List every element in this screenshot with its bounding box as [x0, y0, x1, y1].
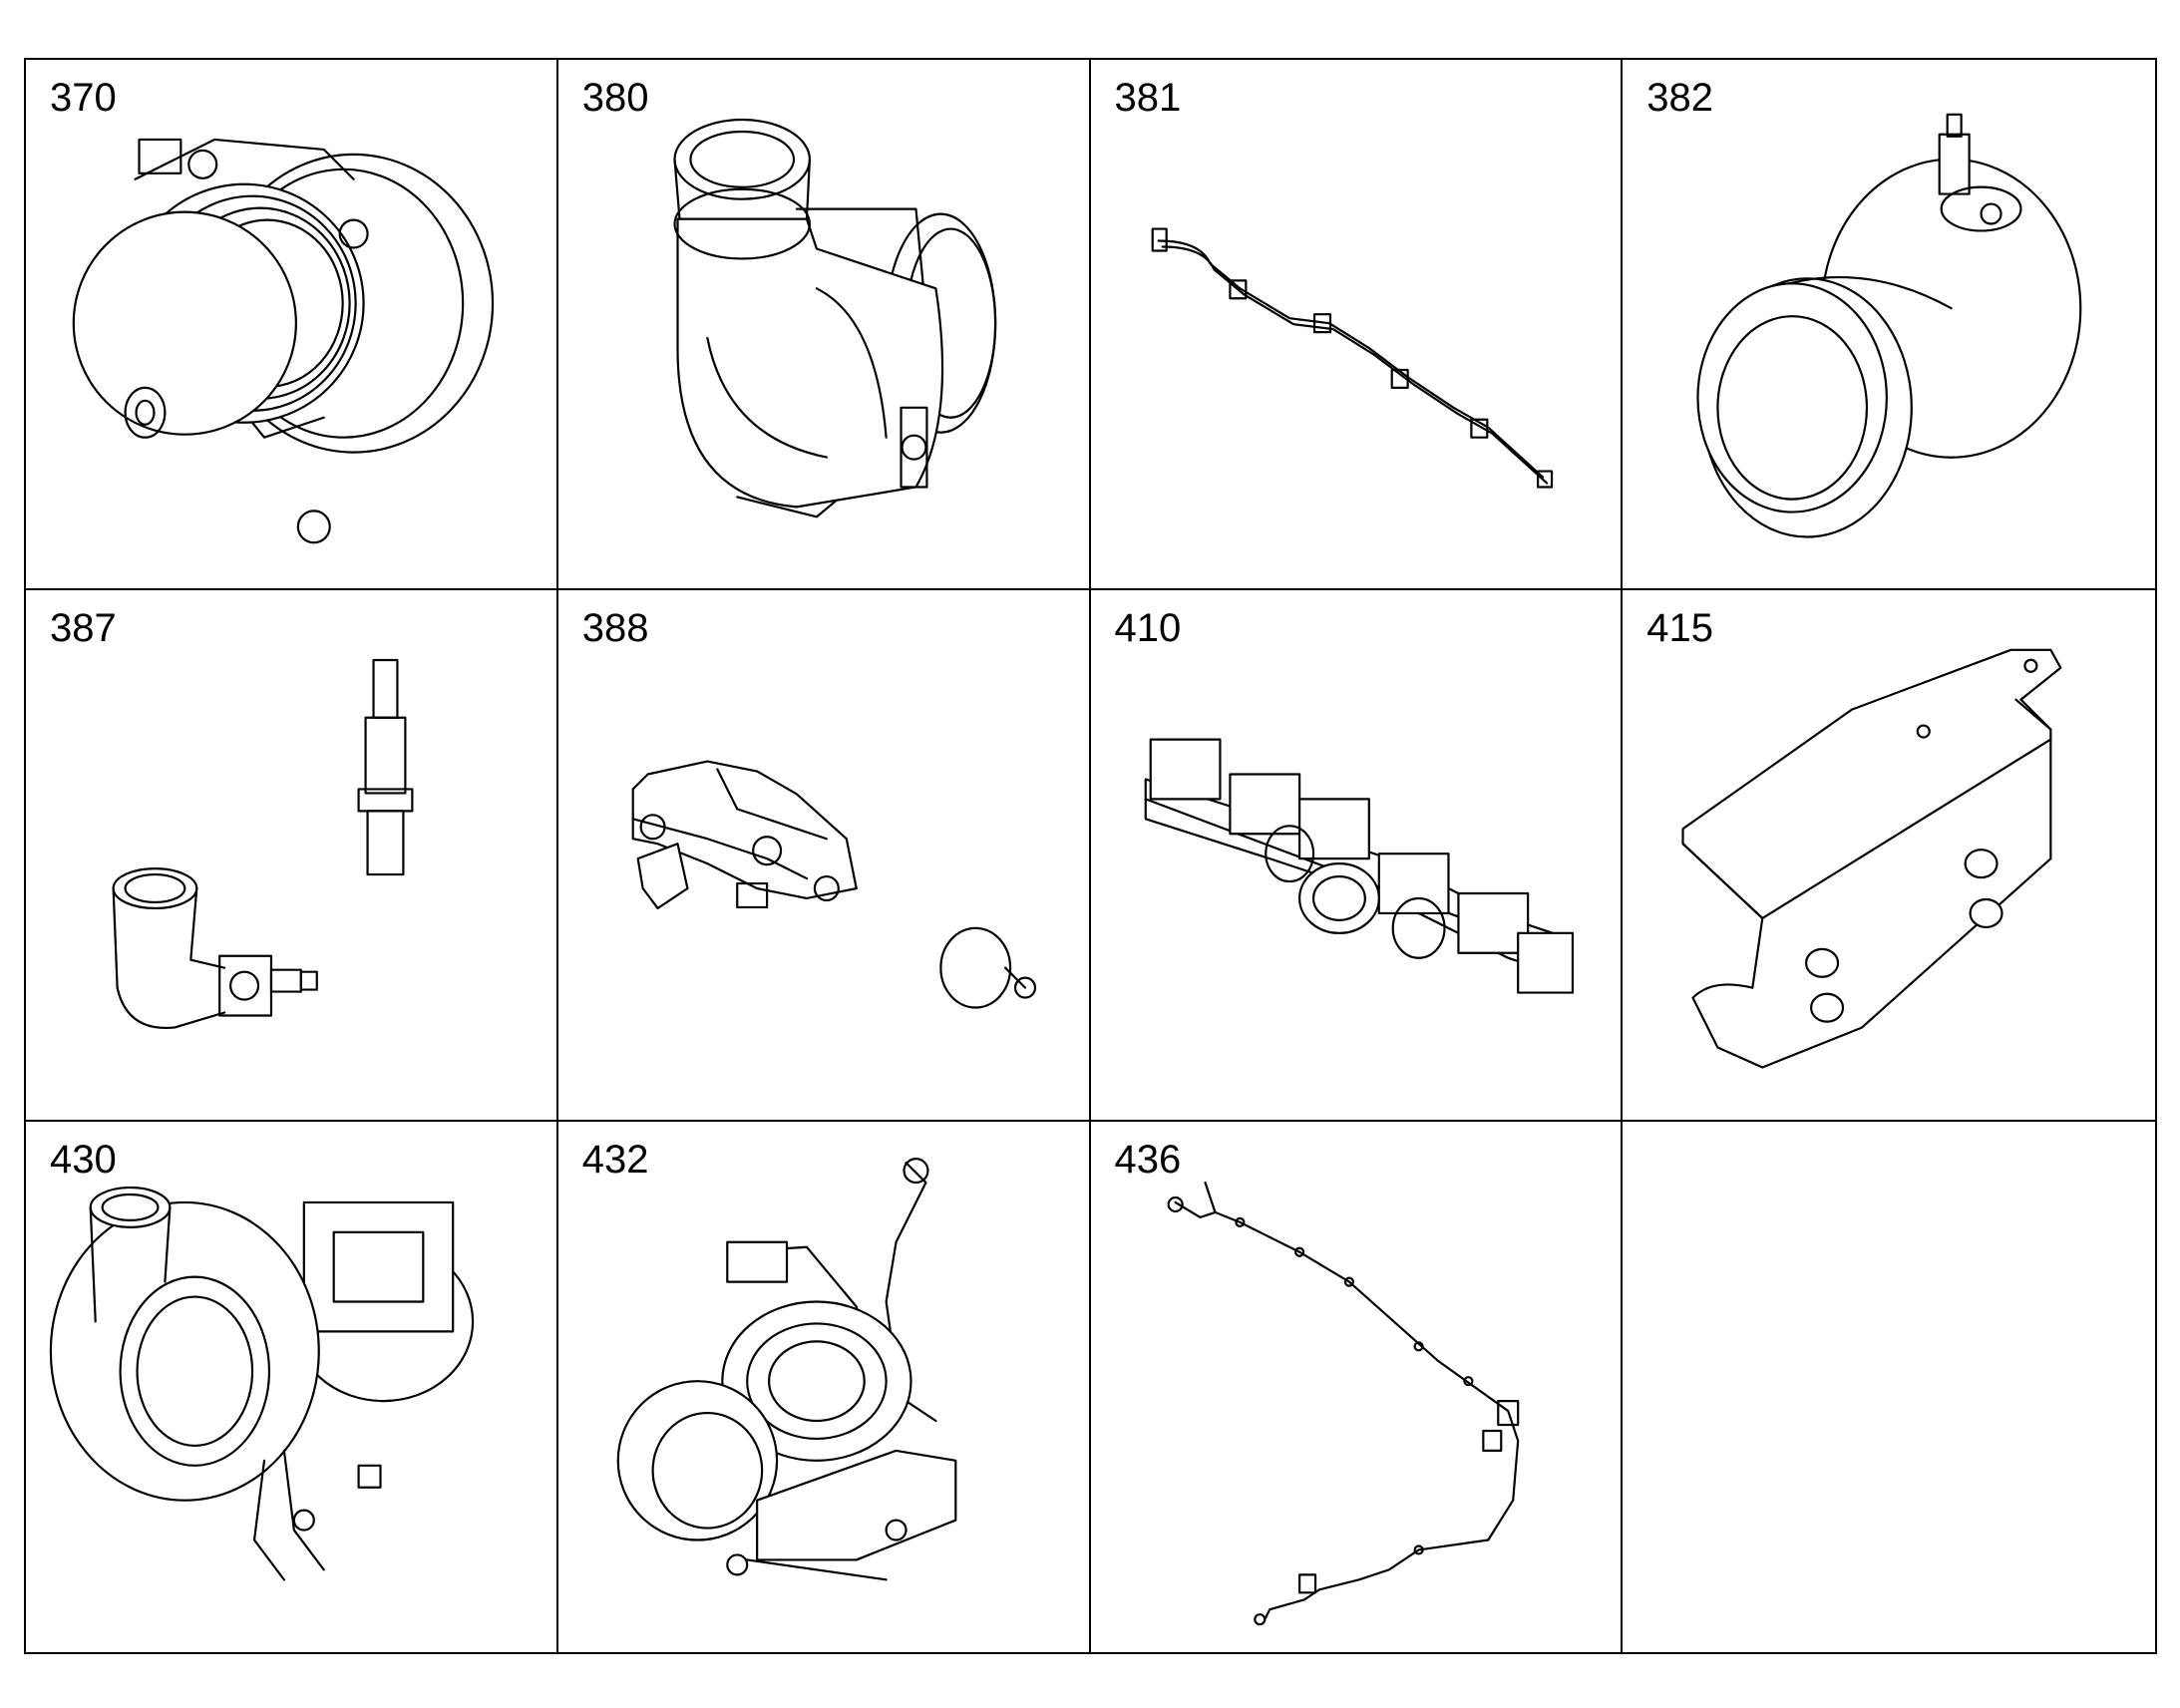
exhaust-manifold-icon: [1144, 738, 1574, 995]
part-cell-382[interactable]: 382: [1623, 60, 2155, 591]
part-number-label: 387: [50, 606, 117, 651]
part-cell-empty: [1623, 1122, 2155, 1652]
part-cell-436[interactable]: 436: [1091, 1121, 1624, 1652]
part-number-label: 380: [581, 76, 649, 120]
turbocharger-assembly-with-bracket-icon: [616, 1157, 957, 1581]
part-cell-410[interactable]: 410: [1090, 590, 1624, 1122]
part-number-label: 430: [50, 1137, 117, 1182]
turbocharger-icon: [49, 1186, 475, 1581]
part-cell-387[interactable]: 387: [26, 590, 558, 1122]
elbow-connector-with-fitting-icon: [1696, 113, 2082, 538]
part-number-label: 432: [581, 1137, 649, 1182]
mounting-bracket-icon: [1681, 649, 2062, 1069]
egr-valve-body-icon: [631, 760, 1036, 1009]
turbo-outlet-elbow-icon: [673, 118, 996, 518]
part-number-label: 370: [50, 76, 117, 120]
part-number-label: 382: [1646, 76, 1713, 120]
part-number-label: 410: [1114, 606, 1182, 651]
part-number-label: 436: [1114, 1137, 1182, 1182]
part-cell-381[interactable]: 381: [1090, 60, 1624, 591]
parts-catalog-grid: 370 380: [24, 58, 2157, 1654]
part-cell-380[interactable]: 380: [557, 60, 1091, 591]
part-cell-415[interactable]: 415: [1623, 590, 2155, 1122]
part-cell-370[interactable]: 370: [26, 60, 558, 591]
part-number-label: 415: [1646, 606, 1713, 651]
part-cell-430[interactable]: 430: [26, 1121, 558, 1652]
sensor-wire-harness-icon: [1151, 227, 1553, 489]
cable-harness-icon: [1167, 1181, 1519, 1625]
water-pump-pulley-icon: [72, 138, 495, 544]
part-cell-432[interactable]: 432: [558, 1121, 1091, 1652]
part-number-label: 388: [581, 606, 649, 651]
part-cell-388[interactable]: 388: [557, 590, 1091, 1122]
valve-and-elbow-fitting-icon: [112, 659, 414, 1030]
part-number-label: 381: [1114, 76, 1182, 120]
